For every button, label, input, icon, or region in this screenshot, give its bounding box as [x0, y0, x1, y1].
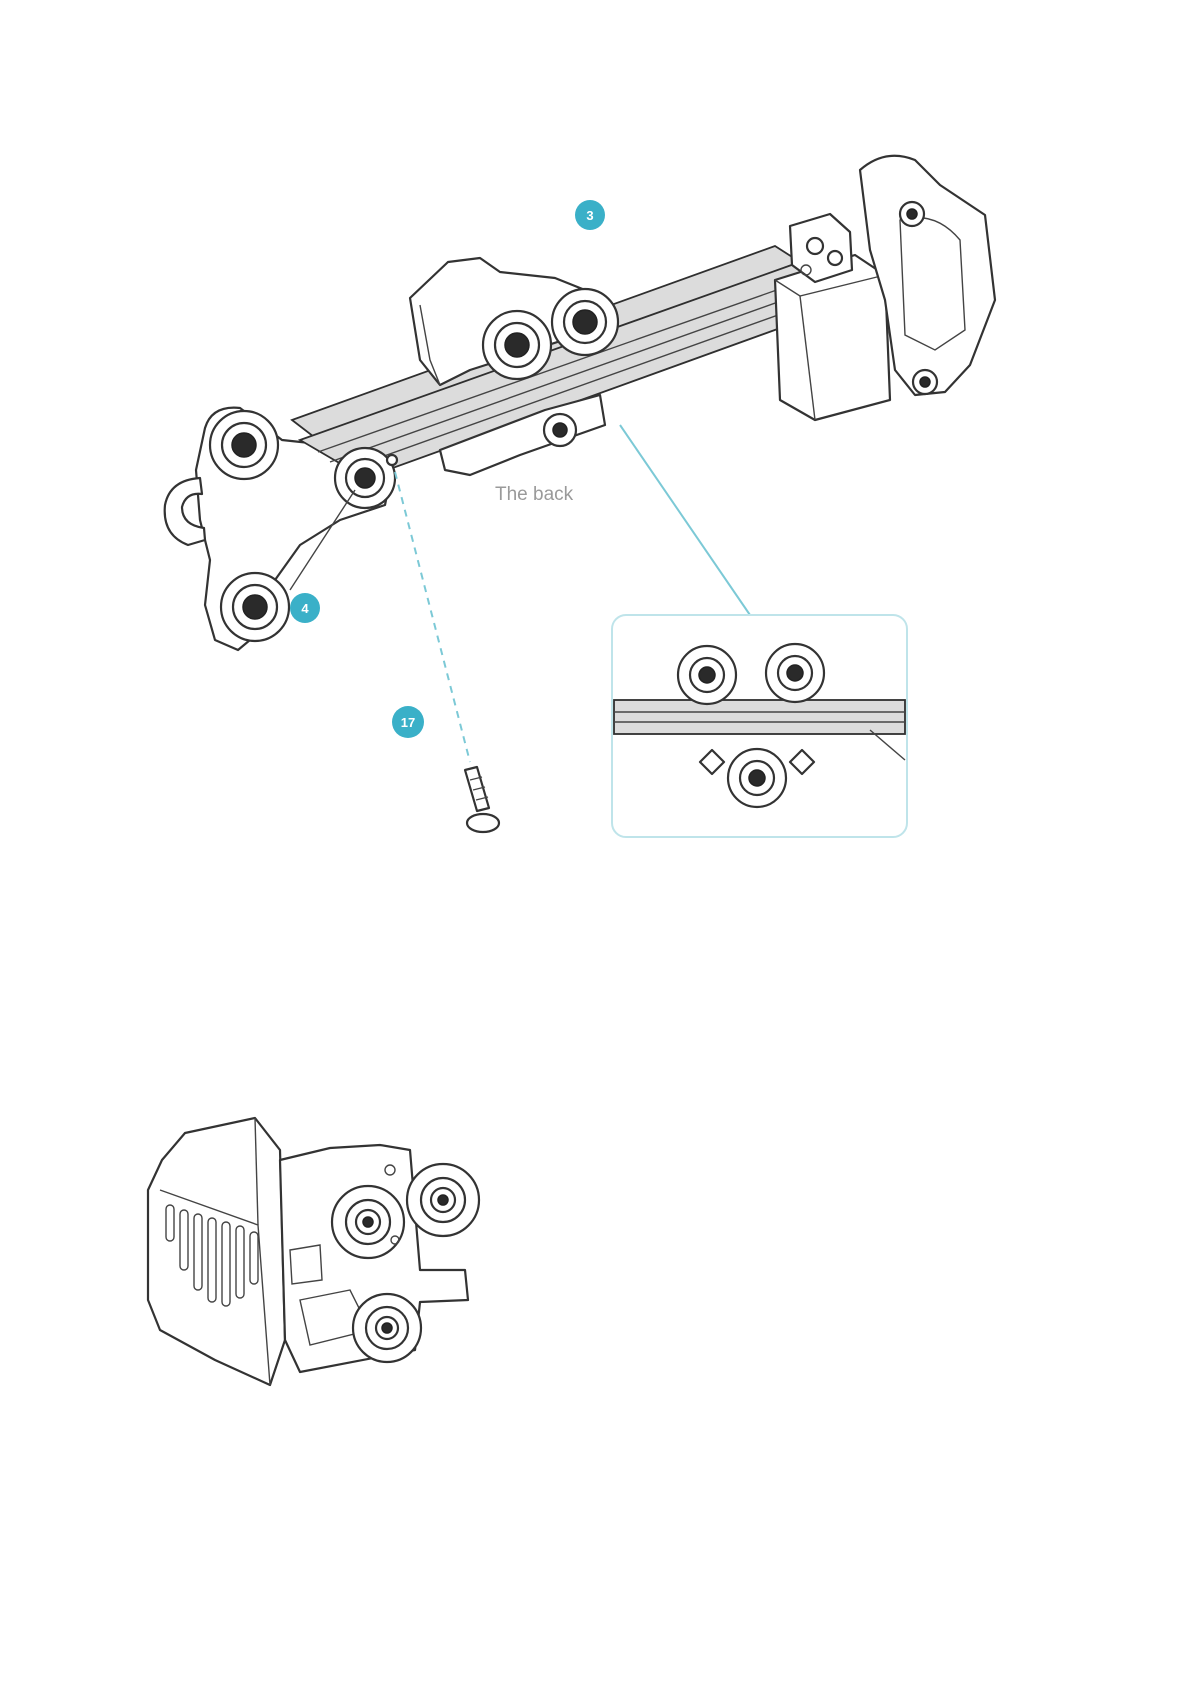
inset-rail — [614, 700, 905, 734]
callout-3-badge: 3 — [575, 200, 605, 230]
callout-17-label: 17 — [401, 715, 415, 730]
hotend-carriage — [148, 1118, 479, 1385]
right-motor-box — [775, 255, 890, 420]
callout-3-label: 3 — [586, 208, 593, 223]
the-back-label: The back — [495, 484, 574, 505]
callout-4-label: 4 — [301, 601, 309, 616]
inset-detail — [612, 615, 907, 837]
inset-leader — [620, 425, 750, 615]
screw-part — [465, 767, 499, 832]
callout-17-badge: 17 — [392, 706, 424, 738]
callout-4-badge: 4 — [290, 593, 320, 623]
